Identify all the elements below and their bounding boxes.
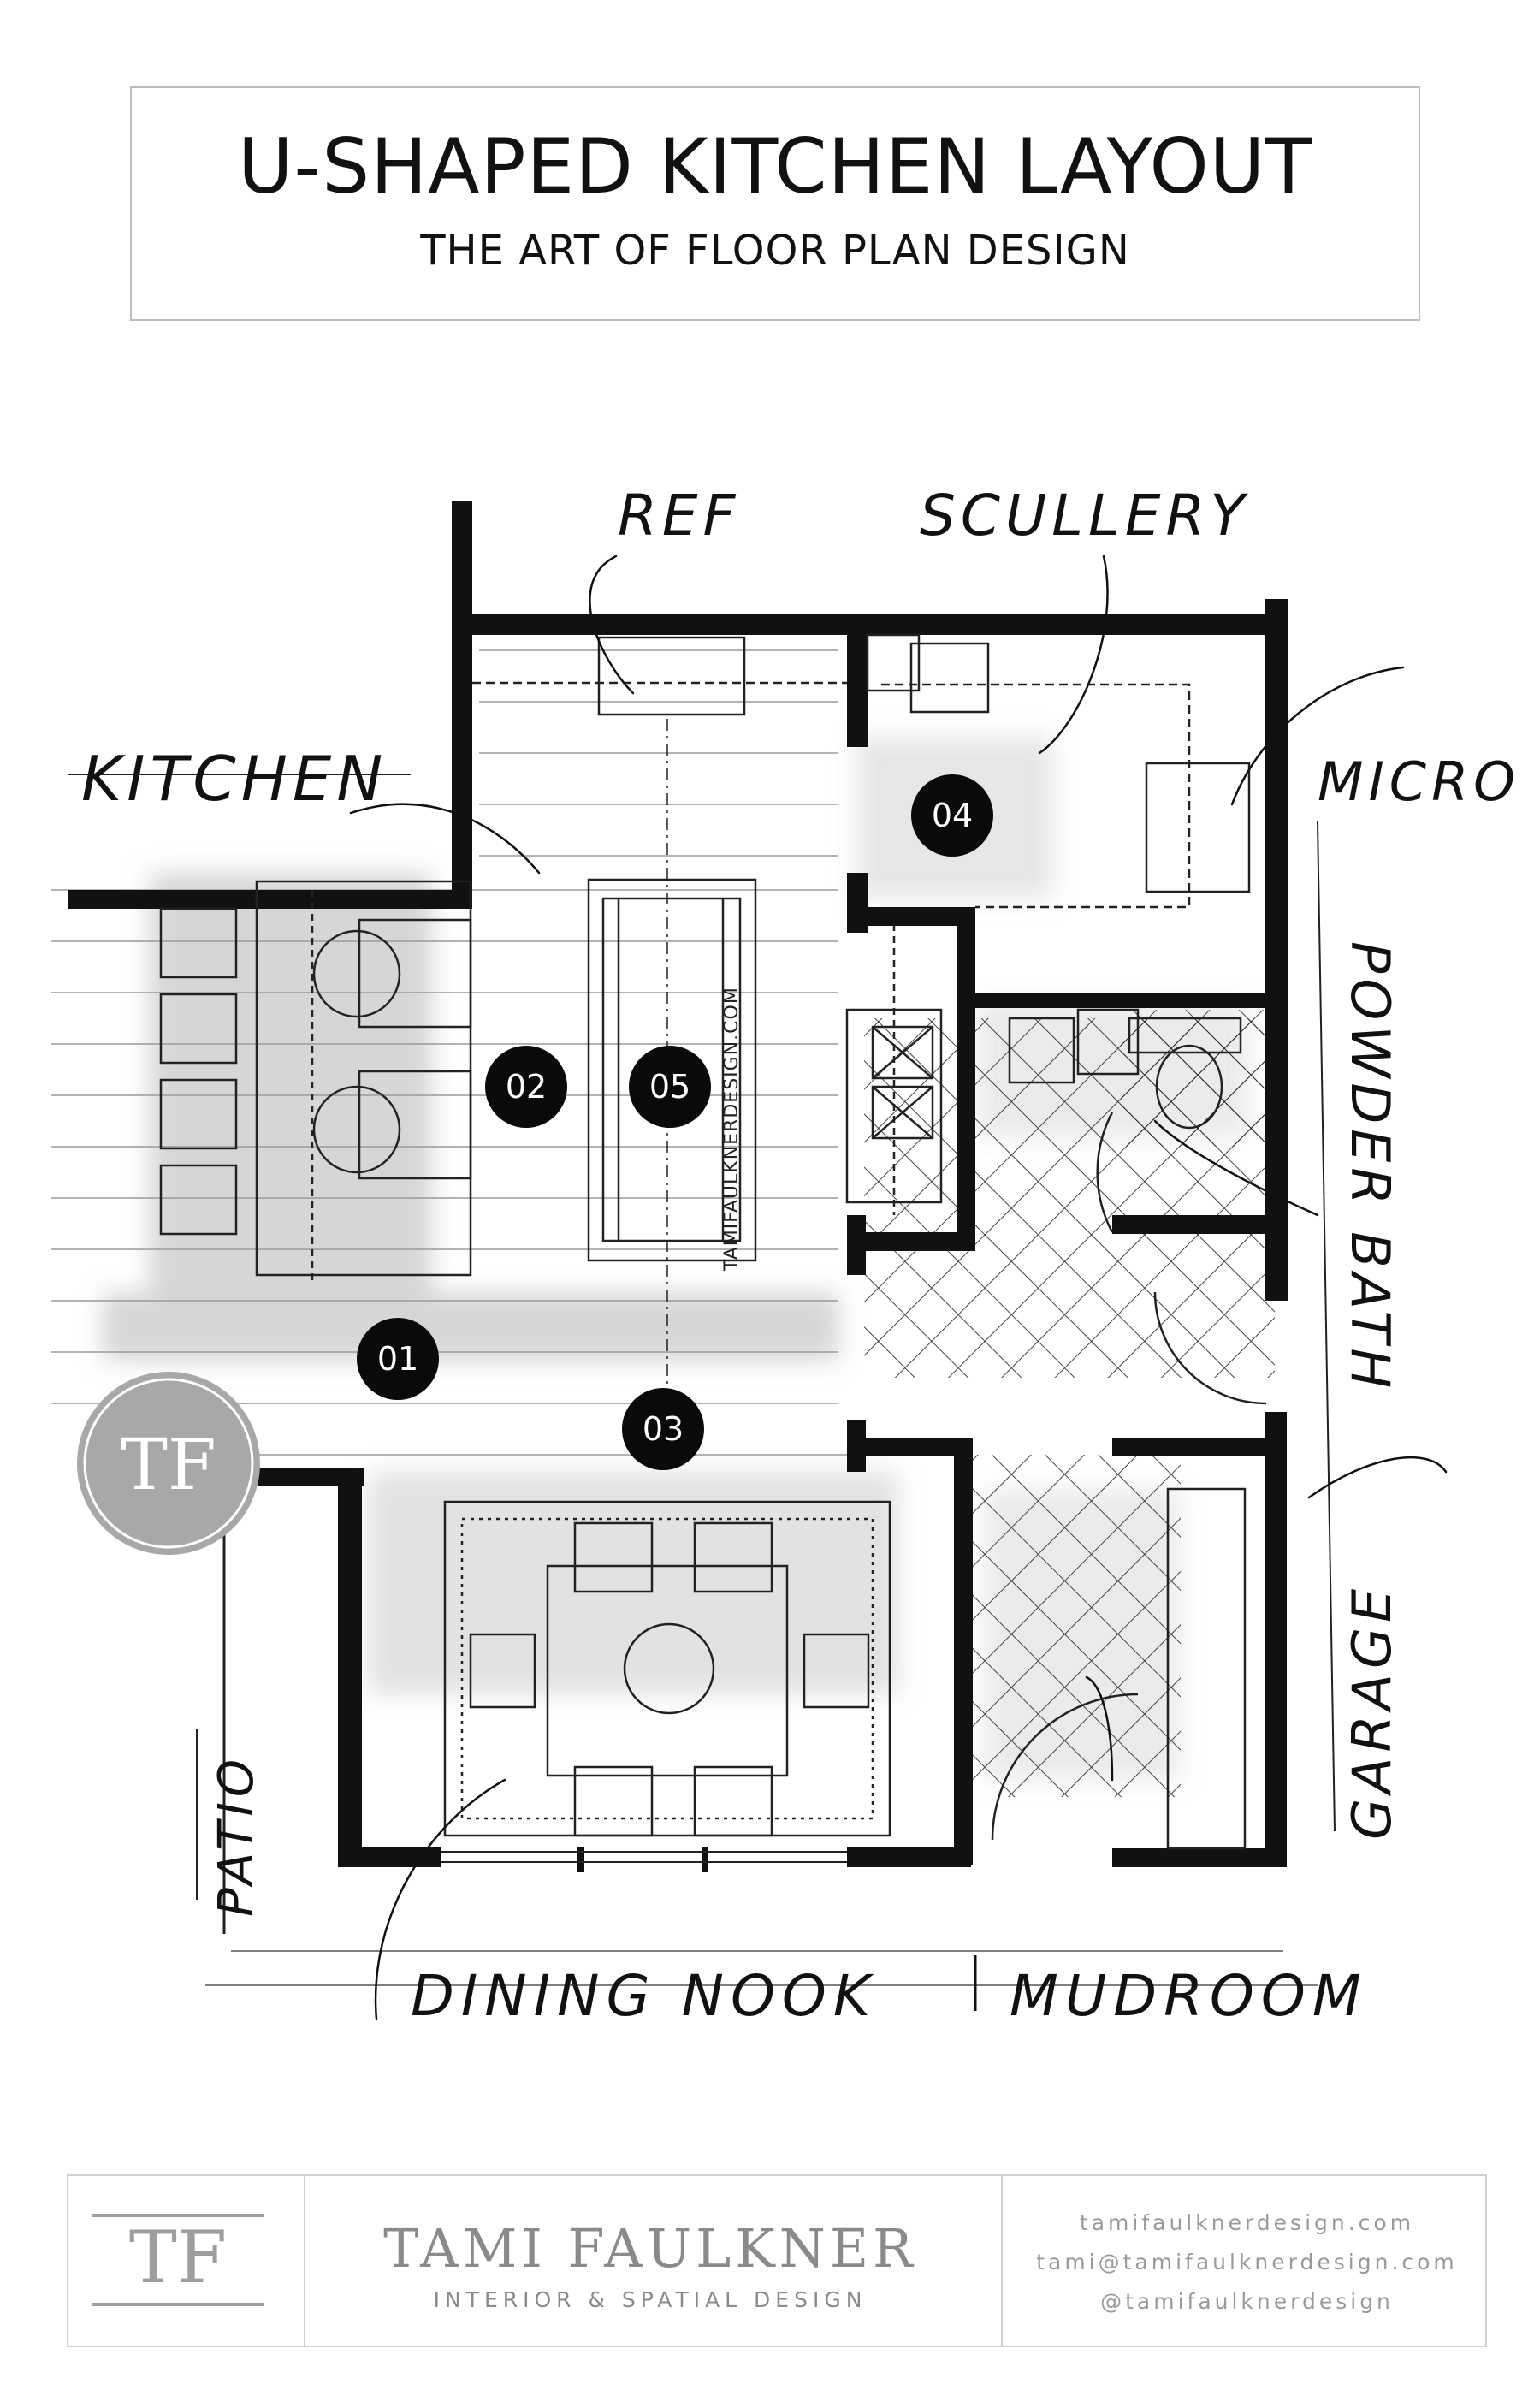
leader-arrows — [349, 555, 1448, 2021]
social-handle-link[interactable]: @tamifaulknerdesign — [1100, 2289, 1394, 2314]
marker-05: 05 — [629, 1046, 711, 1128]
footer-divider — [1001, 2176, 1003, 2346]
website-link[interactable]: tamifaulknerdesign.com — [1079, 2210, 1415, 2235]
window-lines — [441, 1851, 847, 1863]
title-box: U-SHAPED KITCHEN LAYOUT THE ART OF FLOOR… — [130, 86, 1420, 321]
marker-05-label: 05 — [649, 1068, 690, 1106]
watermark-text: TAMIFAULKNERDESIGN.COM — [721, 987, 743, 1272]
logo-monogram: TF — [128, 2215, 228, 2299]
floor-plan: KITCHEN REF SCULLERY MICRO POWDER BATH G… — [51, 483, 1520, 2029]
label-kitchen: KITCHEN — [81, 743, 388, 815]
tf-badge-text: TF — [121, 1425, 216, 1506]
label-scullery: SCULLERY — [920, 483, 1250, 549]
brand-name: TAMI FAULKNER — [383, 2217, 917, 2280]
marker-01-label: 01 — [377, 1340, 418, 1378]
markers: 01 02 03 04 05 — [357, 774, 993, 1470]
footer-divider — [304, 2176, 305, 2346]
tile-floor — [864, 1010, 1279, 1797]
label-mudroom: MUDROOM — [1010, 1963, 1368, 2029]
label-powder-bath: POWDER BATH — [1339, 941, 1401, 1393]
marker-03-label: 03 — [643, 1410, 684, 1448]
marker-02-label: 02 — [506, 1068, 547, 1106]
label-ref: REF — [618, 483, 741, 549]
label-garage: GARAGE — [1341, 1584, 1403, 1840]
email-link[interactable]: tami@tamifaulknerdesign.com — [1036, 2250, 1458, 2274]
page-title: U-SHAPED KITCHEN LAYOUT — [238, 122, 1312, 211]
marker-04-label: 04 — [932, 797, 973, 834]
label-dining-nook: DINING NOOK — [411, 1963, 877, 2029]
page-subtitle: THE ART OF FLOOR PLAN DESIGN — [420, 227, 1130, 275]
marker-01: 01 — [357, 1318, 439, 1400]
marker-03: 03 — [622, 1388, 704, 1470]
logo-bottom-rule — [92, 2303, 264, 2306]
logo-top-rule — [92, 2214, 264, 2217]
walls — [68, 501, 1288, 1872]
marker-02: 02 — [485, 1046, 567, 1128]
footer: TF TAMI FAULKNER INTERIOR & SPATIAL DESI… — [67, 2174, 1487, 2347]
marker-04: 04 — [911, 774, 993, 857]
casework — [68, 633, 1336, 1934]
tf-badge: TF — [77, 1372, 260, 1555]
brand-tagline: INTERIOR & SPATIAL DESIGN — [433, 2287, 868, 2312]
label-micro: MICRO — [1318, 750, 1520, 813]
footer-logo: TF — [92, 2214, 264, 2308]
label-patio: PATIO — [209, 1754, 264, 1917]
room-labels: KITCHEN REF SCULLERY MICRO POWDER BATH G… — [81, 483, 1520, 2029]
